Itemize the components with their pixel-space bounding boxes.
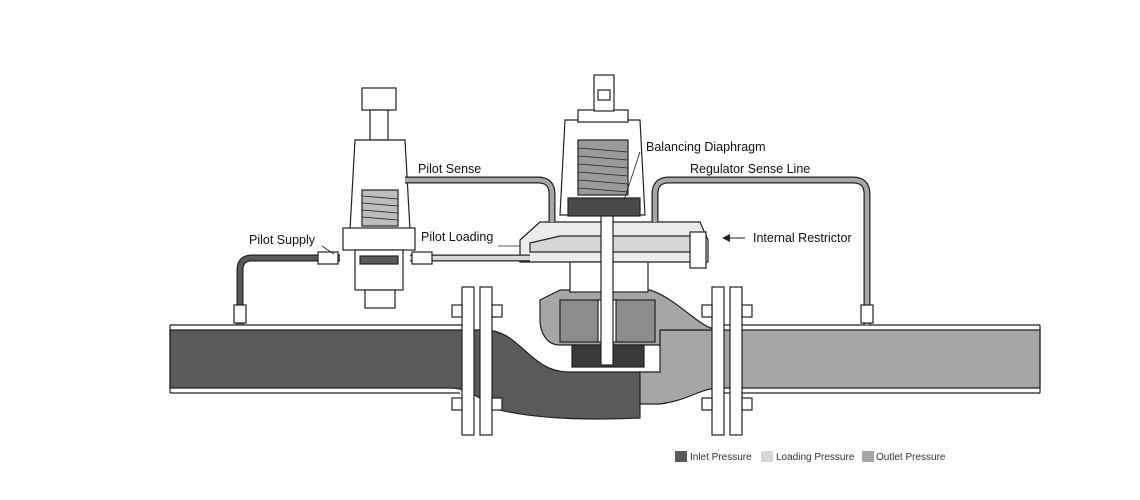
legend-label-loading: Loading Pressure: [776, 452, 855, 463]
legend-swatch-loading: [761, 451, 773, 462]
loading-chamber: [529, 235, 701, 253]
label-pilot-sense: Pilot Sense: [418, 162, 481, 176]
label-internal-restrictor: Internal Restrictor: [753, 231, 852, 245]
inlet-pipe: [169, 329, 641, 420]
legend-label-outlet: Outlet Pressure: [876, 452, 946, 463]
legend-swatch-outlet: [862, 451, 874, 462]
legend-swatch-inlet: [675, 451, 687, 462]
pilot-spring: [361, 189, 399, 227]
inlet-flange: [451, 286, 503, 436]
label-pilot-loading: Pilot Loading: [421, 230, 493, 244]
label-balancing-diaphragm: Balancing Diaphragm: [646, 140, 766, 154]
legend: Inlet Pressure Loading Pressure Outlet P…: [675, 451, 946, 463]
label-regulator-sense-line: Regulator Sense Line: [690, 162, 810, 176]
legend-label-inlet: Inlet Pressure: [690, 452, 752, 463]
pilot-supply-line: [236, 254, 340, 325]
label-pilot-supply: Pilot Supply: [249, 233, 316, 247]
main-regulator: [519, 74, 709, 368]
pilot-sense-line: [405, 176, 556, 222]
outlet-flange: [701, 286, 753, 436]
leader-lines: [321, 151, 745, 255]
internal-restrictor: [689, 231, 707, 269]
tubing: [233, 176, 874, 325]
pilot: [342, 87, 416, 309]
